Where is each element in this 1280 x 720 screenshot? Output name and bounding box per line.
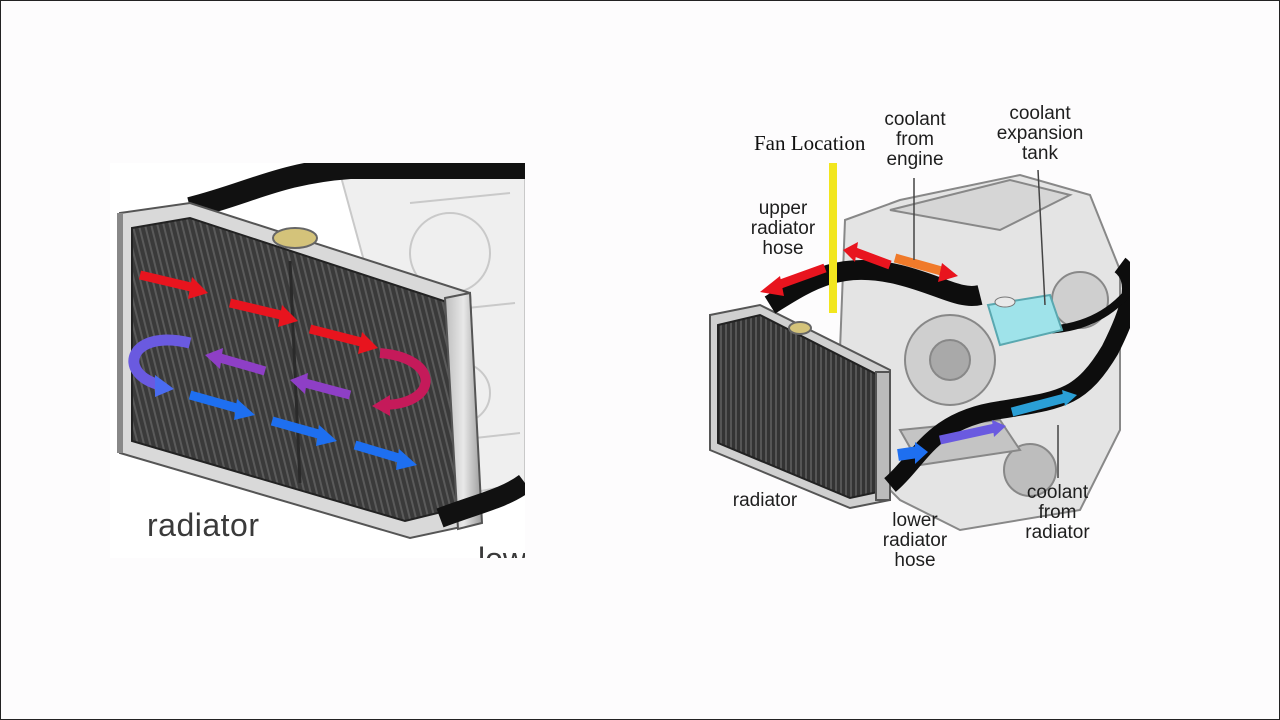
- fan-location-label: Fan Location: [754, 131, 866, 155]
- radiator-flow-illustration: [117, 163, 525, 540]
- hot-arrowhead: [188, 277, 208, 299]
- warm-arrow: [303, 378, 352, 400]
- radiator-unit: [709, 303, 891, 510]
- upper-radiator-hose: [764, 259, 983, 314]
- warm-arrowhead: [290, 373, 308, 394]
- cool-arrowhead: [234, 399, 255, 420]
- upper-hose: [187, 163, 525, 219]
- cool-arrow: [353, 440, 404, 464]
- radiator-flow-diagram: radiator low: [110, 163, 525, 558]
- coolant-from-radiator-label: coolant from radiator: [1025, 482, 1090, 543]
- lower-radiator-hose-label: lower radiator hose: [882, 510, 948, 571]
- cool-turn-arrow: [128, 334, 192, 391]
- cool-arrow: [897, 446, 919, 461]
- hot-arrowhead: [843, 242, 858, 262]
- cool-arrow: [270, 416, 324, 440]
- coolant-expansion-tank: [986, 293, 1064, 347]
- coolant-expansion-tank-label: coolant expansion tank: [996, 103, 1084, 164]
- radiator-label: radiator: [732, 490, 798, 511]
- flow-arrows: [128, 270, 431, 470]
- cool-arrow: [939, 423, 996, 445]
- cool-arrow: [1010, 393, 1067, 417]
- hot-turn-arrow: [379, 348, 431, 410]
- cut-off-label: low: [478, 541, 525, 558]
- hot-turn-arrowhead: [372, 395, 390, 416]
- radiator-cap: [788, 321, 812, 335]
- leader-lines: [913, 169, 1059, 478]
- coolant-from-engine-label: coolant from engine: [884, 109, 946, 170]
- radiator-cap: [272, 227, 318, 249]
- fan-location-marker: [829, 163, 837, 313]
- cool-arrowhead: [992, 420, 1006, 437]
- cool-arrowhead: [316, 425, 337, 446]
- hot-arrowhead: [358, 332, 378, 354]
- cooling-system-illustration: [709, 163, 1130, 532]
- cool-arrowhead: [1062, 390, 1077, 406]
- hot-arrowhead: [278, 305, 298, 327]
- hot-arrow: [853, 247, 892, 270]
- warm-arrowhead: [205, 348, 223, 369]
- hot-arrow: [773, 263, 827, 291]
- warm-arrow: [893, 253, 947, 277]
- cooling-system-diagram: Fan Location coolant from engine coolant…: [700, 100, 1130, 580]
- cool-arrowhead: [396, 449, 417, 470]
- warm-arrow: [218, 353, 267, 376]
- cool-arrow: [188, 390, 242, 414]
- hot-arrow: [138, 270, 197, 293]
- upper-radiator-hose-label: upper radiator hose: [750, 198, 816, 259]
- hot-arrow: [308, 324, 367, 348]
- radiator-label: radiator: [147, 507, 260, 543]
- hot-arrowhead: [760, 276, 784, 296]
- cool-turn-arrowhead: [155, 375, 174, 397]
- hot-arrow: [228, 298, 287, 321]
- cool-arrowhead: [915, 442, 928, 464]
- flow-arrows: [760, 242, 1077, 464]
- lower-hose: [436, 474, 525, 528]
- warm-arrowhead: [938, 263, 958, 282]
